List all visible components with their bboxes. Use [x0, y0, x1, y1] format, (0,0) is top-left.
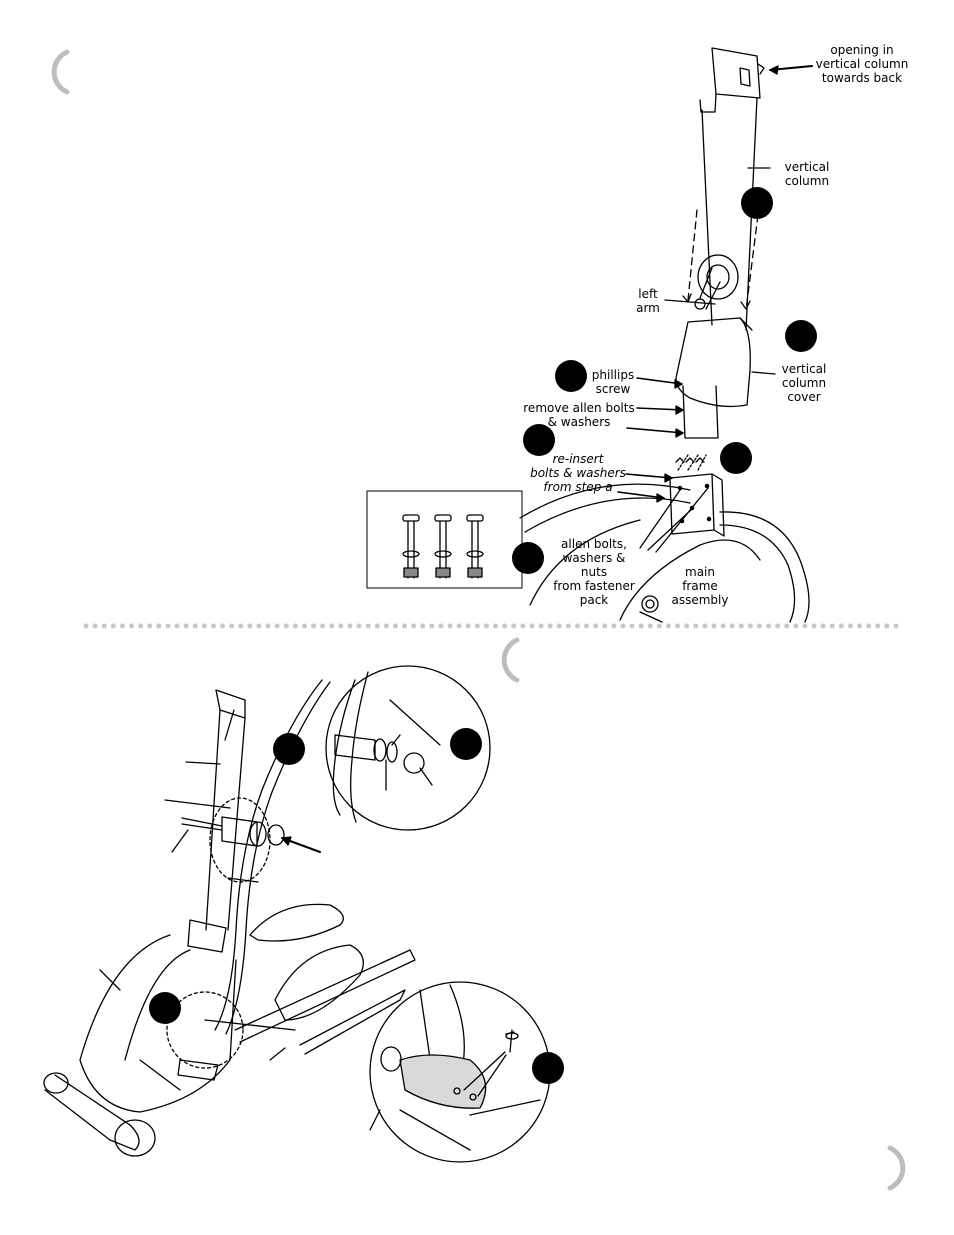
- step-marker: [741, 187, 773, 219]
- label-phillips-screw: phillips screw: [588, 368, 638, 396]
- step-marker: [273, 733, 305, 765]
- step-marker: [720, 442, 752, 474]
- top-illustration: [367, 48, 812, 622]
- label-reinsert: re-insert bolts & washers from step a: [528, 452, 628, 494]
- label-main-frame: main frame assembly: [670, 565, 730, 607]
- top-left-bracket: [54, 52, 67, 92]
- step-marker: [450, 728, 482, 760]
- label-allen-from-pack: allen bolts, washers & nuts from fastene…: [548, 537, 640, 607]
- step-marker: [149, 992, 181, 1024]
- label-remove-allen: remove allen bolts & washers: [522, 401, 636, 429]
- step-marker: [512, 542, 544, 574]
- label-vertical-column-cover: vertical column cover: [772, 362, 836, 404]
- step-marker: [532, 1052, 564, 1084]
- mid-bracket: [504, 640, 517, 680]
- label-left-arm: left arm: [628, 287, 668, 315]
- bottom-right-bracket: [890, 1148, 903, 1188]
- label-opening: opening in vertical column towards back: [812, 43, 912, 85]
- step-marker: [555, 360, 587, 392]
- bolt-graphic: [403, 515, 483, 578]
- step-marker: [785, 320, 817, 352]
- label-vertical-column: vertical column: [772, 160, 842, 188]
